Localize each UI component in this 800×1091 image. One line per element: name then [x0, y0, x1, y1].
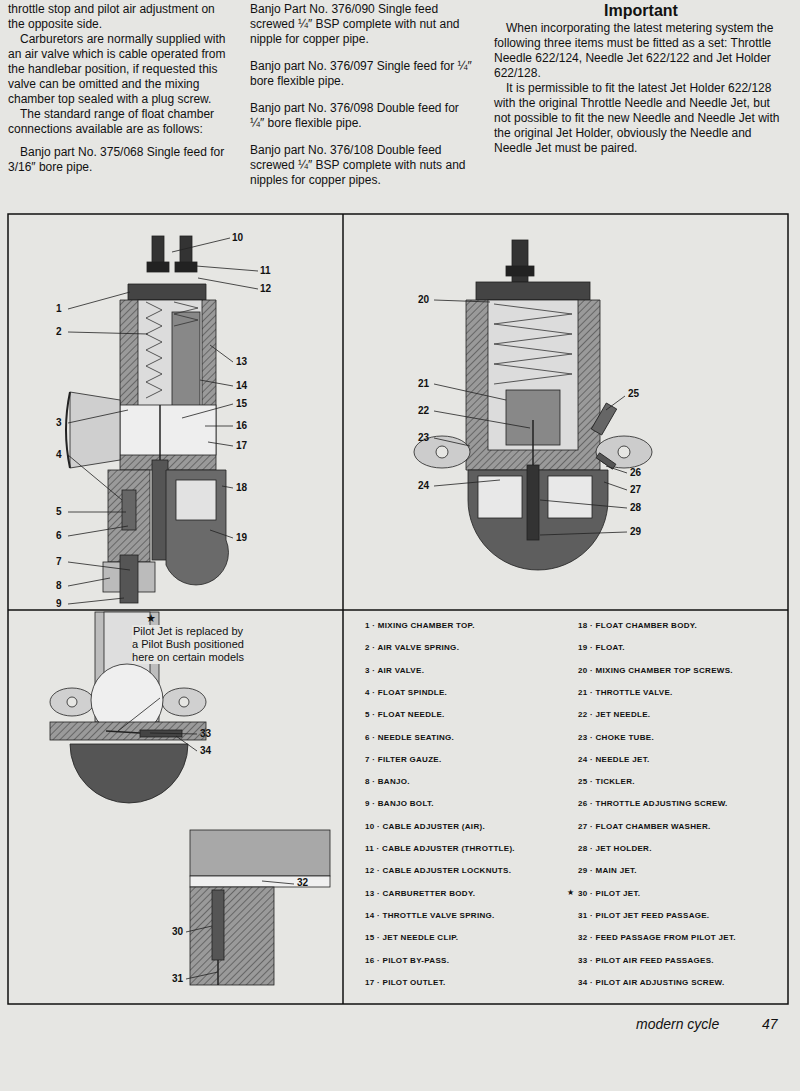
parts-list-entry: 30 · PILOT JET. — [578, 889, 640, 899]
parts-list-entry: 1 · MIXING CHAMBER TOP. — [365, 621, 475, 631]
callout-number: 7 — [56, 556, 62, 568]
body-paragraph: Banjo Part No. 376/090 Single feed screw… — [250, 2, 476, 47]
parts-list-entry: 27 · FLOAT CHAMBER WASHER. — [578, 822, 711, 832]
body-paragraph: Banjo part No. 376/108 Double feed screw… — [250, 143, 476, 188]
parts-list-entry: 25 · TICKLER. — [578, 777, 635, 787]
callout-number: 8 — [56, 580, 62, 592]
parts-list-entry: 15 · JET NEEDLE CLIP. — [365, 933, 458, 943]
text-column: Banjo Part No. 376/090 Single feed screw… — [250, 2, 476, 188]
callout-number: 5 — [56, 506, 62, 518]
body-paragraph: When incorporating the latest metering s… — [494, 21, 788, 81]
callout-number: 9 — [56, 598, 62, 610]
footer-text: modern cycle — [636, 1016, 719, 1032]
parts-list-entry: 3 · AIR VALVE. — [365, 666, 424, 676]
callout-number: 26 — [630, 467, 641, 479]
body-paragraph: Banjo part No. 376/098 Double feed for ¼… — [250, 101, 476, 131]
parts-list-entry: 11 · CABLE ADJUSTER (THROTTLE). — [365, 844, 515, 854]
parts-list-entry: 8 · BANJO. — [365, 777, 410, 787]
parts-list-entry: 29 · MAIN JET. — [578, 866, 637, 876]
callout-number: 21 — [418, 378, 429, 390]
parts-list-entry: 26 · THROTTLE ADJUSTING SCREW. — [578, 799, 728, 809]
parts-list-entry: 13 · CARBURETTER BODY. — [365, 889, 475, 899]
parts-list-entry: 2 · AIR VALVE SPRING. — [365, 643, 459, 653]
parts-list-entry: 5 · FLOAT NEEDLE. — [365, 710, 445, 720]
section-heading: Important — [494, 2, 788, 20]
parts-list-entry: 9 · BANJO BOLT. — [365, 799, 434, 809]
parts-list-entry: 17 · PILOT OUTLET. — [365, 978, 446, 988]
star-mark: ★ — [146, 612, 156, 624]
callout-number: 23 — [418, 432, 429, 444]
callout-number: 25 — [628, 388, 639, 400]
callout-number: 6 — [56, 530, 62, 542]
parts-list-entry: 28 · JET HOLDER. — [578, 844, 652, 854]
parts-list-entry: 21 · THROTTLE VALVE. — [578, 688, 673, 698]
parts-list-entry: 7 · FILTER GAUZE. — [365, 755, 442, 765]
star-mark: ★ — [567, 888, 574, 898]
parts-list-entry: 6 · NEEDLE SEATING. — [365, 733, 454, 743]
body-paragraph: throttle stop and pilot air adjustment o… — [8, 2, 232, 32]
callout-number: 31 — [172, 973, 183, 985]
parts-list-entry: 31 · PILOT JET FEED PASSAGE. — [578, 911, 709, 921]
callout-number: 2 — [56, 326, 62, 338]
callout-number: 13 — [236, 356, 247, 368]
callout-number: 3 — [56, 417, 62, 429]
body-paragraph: The standard range of float chamber conn… — [8, 107, 232, 137]
body-paragraph: Carburetors are normally supplied with a… — [8, 32, 232, 107]
parts-list-entry: 12 · CABLE ADJUSTER LOCKNUTS. — [365, 866, 511, 876]
parts-list-entry: 33 · PILOT AIR FEED PASSAGES. — [578, 956, 714, 966]
callout-number: 11 — [260, 265, 271, 277]
callout-number: 4 — [56, 449, 62, 461]
callout-number: 24 — [418, 480, 429, 492]
body-paragraph: It is permissible to fit the latest Jet … — [494, 81, 788, 156]
body-paragraph: Banjo part No. 376/097 Single feed for ¼… — [250, 59, 476, 89]
body-paragraph: Banjo part No. 375/068 Single feed for 3… — [8, 145, 232, 175]
callout-number: 33 — [200, 728, 211, 740]
parts-list-entry: 18 · FLOAT CHAMBER BODY. — [578, 621, 697, 631]
callout-number: 27 — [630, 484, 641, 496]
callout-number: 29 — [630, 526, 641, 538]
parts-list-entry: 34 · PILOT AIR ADJUSTING SCREW. — [578, 978, 725, 988]
callout-number: 20 — [418, 294, 429, 306]
callout-number: 32 — [297, 877, 308, 889]
callout-number: 10 — [232, 232, 243, 244]
text-column: throttle stop and pilot air adjustment o… — [8, 2, 232, 175]
parts-list-entry: 24 · NEEDLE JET. — [578, 755, 650, 765]
callout-number: 30 — [172, 926, 183, 938]
parts-list-entry: 19 · FLOAT. — [578, 643, 625, 653]
callout-number: 34 — [200, 745, 211, 757]
callout-number: 18 — [236, 482, 247, 494]
parts-list-entry: 22 · JET NEEDLE. — [578, 710, 650, 720]
callout-number: 17 — [236, 440, 247, 452]
callout-number: 16 — [236, 420, 247, 432]
callout-number: 14 — [236, 380, 247, 392]
callout-number: 22 — [418, 405, 429, 417]
parts-list-entry: 10 · CABLE ADJUSTER (AIR). — [365, 822, 485, 832]
text-column: ImportantWhen incorporating the latest m… — [494, 2, 788, 156]
callout-number: 19 — [236, 532, 247, 544]
callout-number: 15 — [236, 398, 247, 410]
callout-number: 28 — [630, 502, 641, 514]
parts-list-entry: 23 · CHOKE TUBE. — [578, 733, 654, 743]
pilot-note: Pilot Jet is replaced by a Pilot Bush po… — [132, 625, 244, 664]
parts-list-entry: 16 · PILOT BY-PASS. — [365, 956, 449, 966]
callout-number: 12 — [260, 283, 271, 295]
parts-list-entry: 4 · FLOAT SPINDLE. — [365, 688, 447, 698]
parts-list-entry: 20 · MIXING CHAMBER TOP SCREWS. — [578, 666, 733, 676]
callout-number: 1 — [56, 303, 62, 315]
parts-list-entry: 32 · FEED PASSAGE FROM PILOT JET. — [578, 933, 736, 943]
parts-list-entry: 14 · THROTTLE VALVE SPRING. — [365, 911, 495, 921]
page-number: 47 — [762, 1016, 778, 1032]
